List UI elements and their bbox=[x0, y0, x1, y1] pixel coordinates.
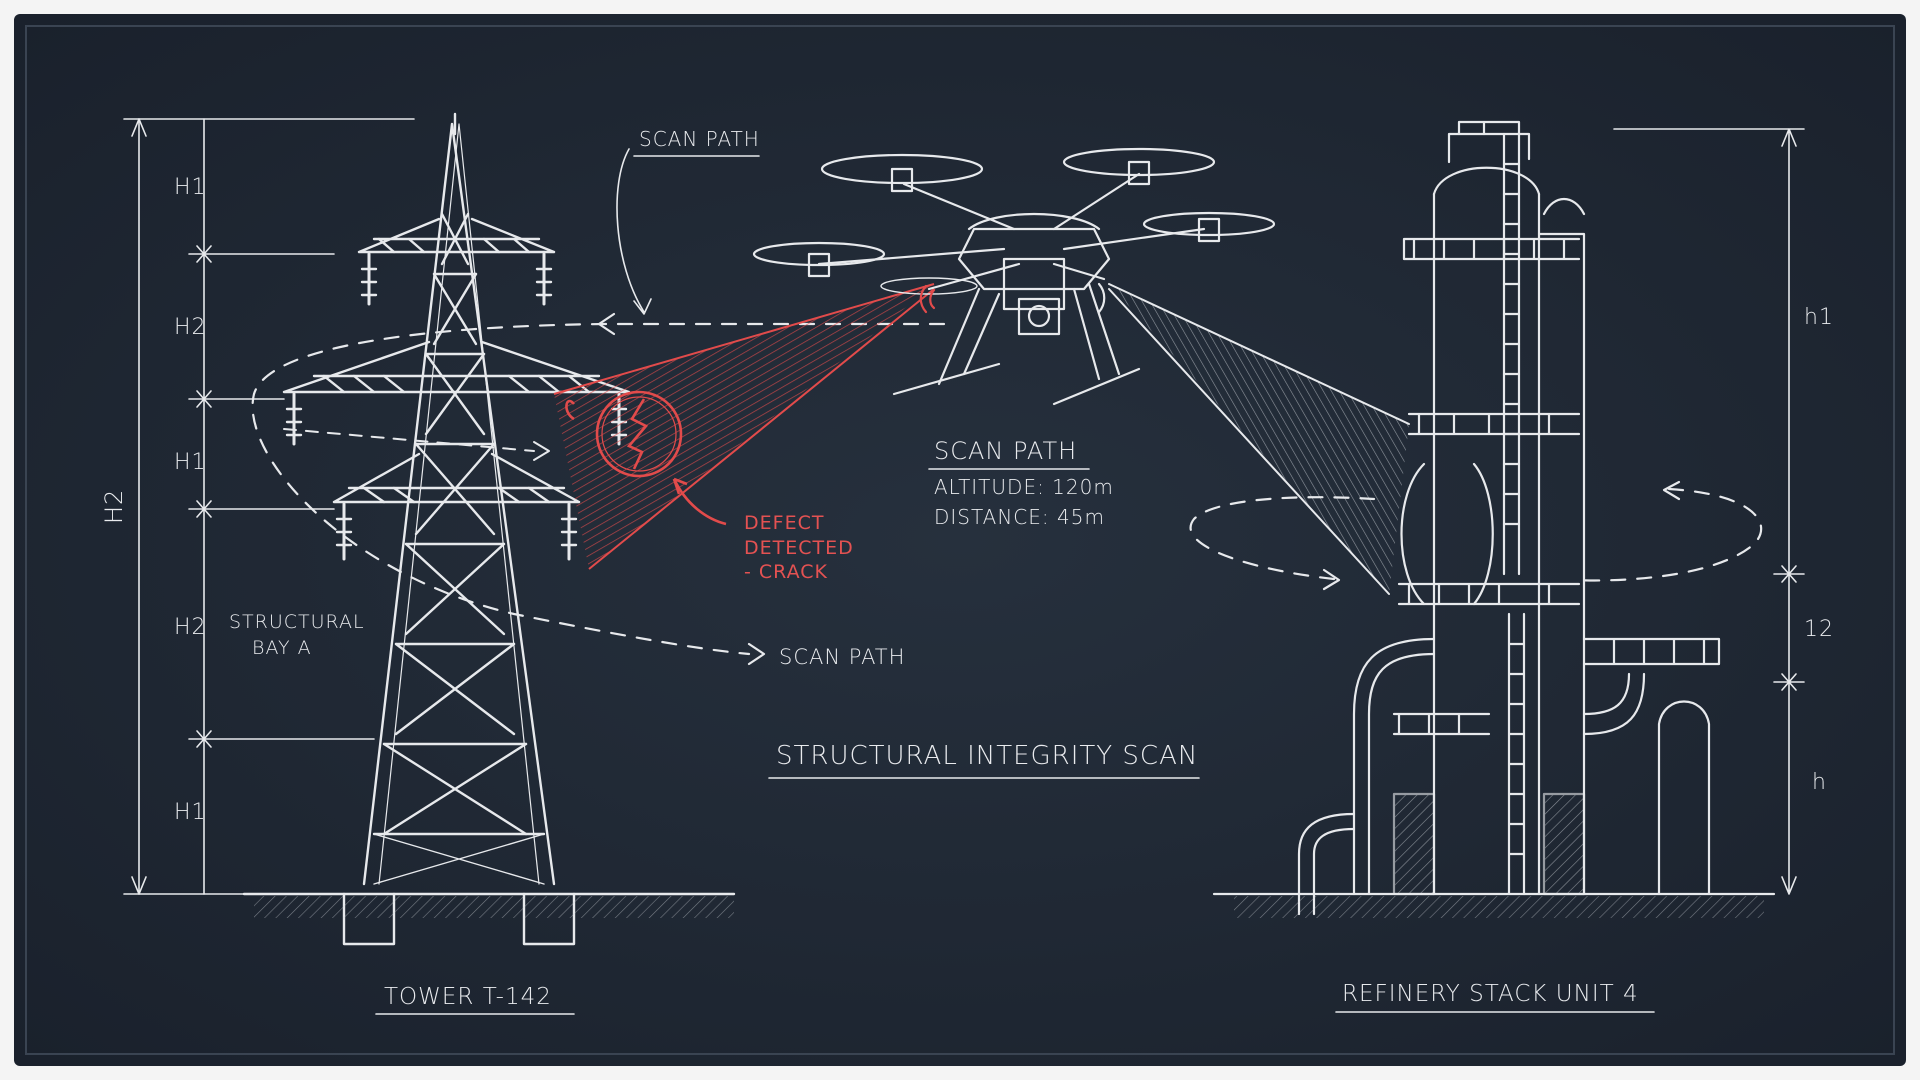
refinery-dimension-lines bbox=[1613, 128, 1805, 895]
tower-scan-path bbox=[251, 322, 946, 656]
tower-dim-label-3: H1 bbox=[174, 450, 207, 475]
scan-path-top-pointer bbox=[616, 148, 652, 315]
tower-dimension-lines bbox=[123, 118, 415, 895]
scan-path-bottom-label: SCAN PATH bbox=[779, 645, 905, 669]
tower-overall-dim-label: H2 bbox=[100, 489, 128, 524]
tower-name-label: TOWER T-142 bbox=[384, 984, 552, 1010]
board-border bbox=[25, 25, 1895, 1055]
tower-dim-label-4: H2 bbox=[174, 615, 207, 640]
structural-bay-label-line2: BAY A bbox=[252, 637, 312, 659]
refinery-dim-label-3: h bbox=[1812, 770, 1827, 795]
blueprint-board: H1 H2 H1 H2 H1 H2 STRUCTURAL BAY A TOWER… bbox=[14, 14, 1906, 1066]
defect-label-line2: DETECTED bbox=[744, 537, 854, 559]
tower-t142-drawing bbox=[242, 112, 736, 946]
defect-scan-beam bbox=[553, 283, 935, 570]
defect-label-line3: - CRACK bbox=[744, 561, 828, 583]
refinery-scan-arrow-bottom bbox=[1322, 568, 1341, 591]
drone-altitude-label: ALTITUDE: 120m bbox=[934, 475, 1114, 499]
scan-arrow-bottom bbox=[747, 642, 766, 666]
blueprint-diagram: H1 H2 H1 H2 H1 H2 STRUCTURAL BAY A TOWER… bbox=[14, 14, 1906, 1066]
defect-label-line1: DEFECT bbox=[744, 512, 824, 534]
drone-distance-label: DISTANCE: 45m bbox=[934, 505, 1105, 529]
scan-arrow-top bbox=[597, 312, 616, 336]
refinery-scan-beam bbox=[1108, 283, 1410, 595]
refinery-stack-drawing bbox=[1212, 120, 1776, 918]
refinery-name-label: REFINERY STACK UNIT 4 bbox=[1342, 981, 1639, 1007]
diagram-title: STRUCTURAL INTEGRITY SCAN bbox=[776, 741, 1198, 771]
tower-dim-label-5: H1 bbox=[174, 800, 207, 825]
refinery-scan-path bbox=[1189, 487, 1763, 582]
scan-path-inner bbox=[283, 428, 535, 452]
drone-drawing bbox=[752, 147, 1276, 406]
tower-dim-label-1: H1 bbox=[174, 175, 207, 200]
refinery-dim-label-2: 12 bbox=[1804, 617, 1834, 642]
scan-arrow-inner bbox=[533, 441, 550, 461]
structural-bay-label-line1: STRUCTURAL bbox=[229, 611, 365, 633]
refinery-dim-label-1: h1 bbox=[1804, 305, 1834, 330]
drone-scan-path-label: SCAN PATH bbox=[934, 437, 1077, 465]
tower-dim-label-2: H2 bbox=[174, 315, 207, 340]
crack-defect-marker bbox=[565, 390, 727, 526]
refinery-scan-arrow-top bbox=[1662, 480, 1681, 501]
scan-path-top-label: SCAN PATH bbox=[639, 127, 760, 151]
